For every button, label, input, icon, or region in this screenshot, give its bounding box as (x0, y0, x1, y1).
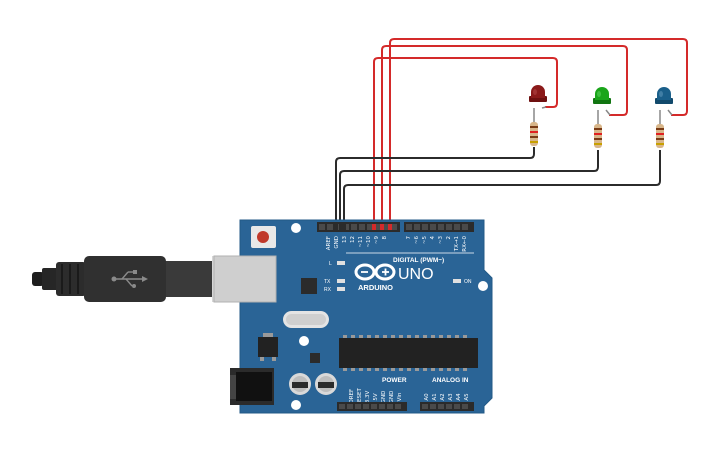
led-rx (337, 287, 345, 291)
capacitor (289, 373, 311, 395)
analog-pin-labels: A0 A1 A2 A3 A4 A5 (424, 393, 470, 401)
blue-led-assembly[interactable] (655, 87, 673, 148)
mounting-hole (299, 336, 309, 346)
tx-label: TX (324, 279, 331, 285)
pin-label: RESET (357, 388, 363, 406)
on-label: ON (464, 279, 472, 285)
mounting-hole (291, 400, 301, 410)
blue-led[interactable] (655, 87, 673, 104)
pin-label: TX→1 (454, 236, 460, 252)
analog-pin-header[interactable] (420, 402, 474, 411)
pin-label: 2 (446, 236, 452, 240)
wire-ends (335, 224, 392, 230)
crystal (283, 311, 329, 328)
pin-label: GND (389, 391, 395, 404)
wire-pin11-blue-led (389, 38, 688, 228)
wire-pin10-green-led (381, 45, 628, 228)
power-label: POWER (382, 377, 407, 384)
capacitor (315, 373, 337, 395)
pin-label: A4 (456, 393, 462, 401)
voltage-regulator (258, 333, 278, 361)
usb-port (213, 255, 277, 303)
reset-button[interactable] (251, 226, 276, 248)
green-led[interactable] (593, 87, 611, 104)
blue-led-resistor[interactable] (656, 124, 664, 148)
led-l-label: L (329, 261, 332, 267)
pin-label: RX←0 (462, 236, 468, 252)
pin-label: ~3 (438, 236, 444, 245)
pin-label: 3.3V (365, 391, 371, 404)
pin-label: AREF (326, 236, 332, 250)
atmega-chip[interactable] (339, 335, 478, 371)
red-led[interactable] (529, 85, 547, 102)
uno-label: UNO (398, 266, 434, 283)
wire-gnd-red-resistor (335, 147, 535, 228)
digital-pin-labels: AREF GND 13 12 ~11 ~10 ~9 8 7 ~6 ~5 4 ~3… (326, 236, 468, 253)
pin-label: 12 (350, 236, 356, 243)
arduino-uno-board[interactable]: AREF GND 13 12 ~11 ~10 ~9 8 7 ~6 ~5 4 ~3… (213, 219, 493, 414)
power-pin-labels: IOREF RESET 3.3V 5V GND GND Vin (349, 388, 403, 406)
pin-label: A0 (424, 393, 430, 401)
pin-label: A1 (432, 393, 438, 400)
usb-symbol-icon (111, 270, 148, 288)
pin-label: ~11 (358, 236, 364, 248)
pin-label: ~9 (374, 236, 380, 245)
pin-label: A2 (440, 393, 446, 400)
pin-label: 4 (430, 236, 436, 240)
pin-label: A5 (464, 393, 470, 401)
green-led-assembly[interactable] (593, 87, 611, 148)
pin-label: 13 (342, 236, 348, 243)
pin-label: 5V (373, 393, 379, 400)
small-ic (310, 353, 320, 363)
wire-gnd-blue-resistor (343, 150, 661, 228)
rx-label: RX (324, 287, 332, 293)
digital-pin-header[interactable] (317, 222, 474, 232)
pin-label: 8 (382, 236, 388, 240)
pin-label: GND (381, 391, 387, 404)
mounting-hole (478, 281, 488, 291)
power-jack[interactable] (230, 368, 274, 405)
arduino-label: ARDUINO (358, 283, 393, 292)
wire-pin9-red-led (373, 57, 558, 228)
arduino-logo-icon (354, 263, 396, 281)
led-tx (337, 279, 345, 283)
pin-label: A3 (448, 393, 454, 401)
wire-gnd-green-resistor (339, 150, 599, 228)
red-led-resistor[interactable] (530, 122, 538, 146)
red-led-assembly[interactable] (529, 85, 547, 146)
wires (335, 38, 688, 228)
mounting-hole (291, 223, 301, 233)
analog-label: ANALOG IN (432, 377, 469, 384)
pin-label: ~6 (414, 236, 420, 245)
pin-label: Vin (397, 392, 403, 401)
led-l (337, 261, 345, 265)
pin-label: ~10 (366, 236, 372, 248)
usb-chip (301, 278, 317, 294)
pin-label: IOREF (349, 389, 355, 405)
pin-label: ~5 (422, 236, 428, 245)
digital-header-label: DIGITAL (PWM~) (393, 257, 444, 264)
led-on (453, 279, 461, 283)
pin-label: 7 (406, 236, 412, 240)
pin-label: GND (334, 236, 340, 249)
green-led-resistor[interactable] (594, 124, 602, 148)
power-pin-header[interactable] (337, 402, 407, 411)
